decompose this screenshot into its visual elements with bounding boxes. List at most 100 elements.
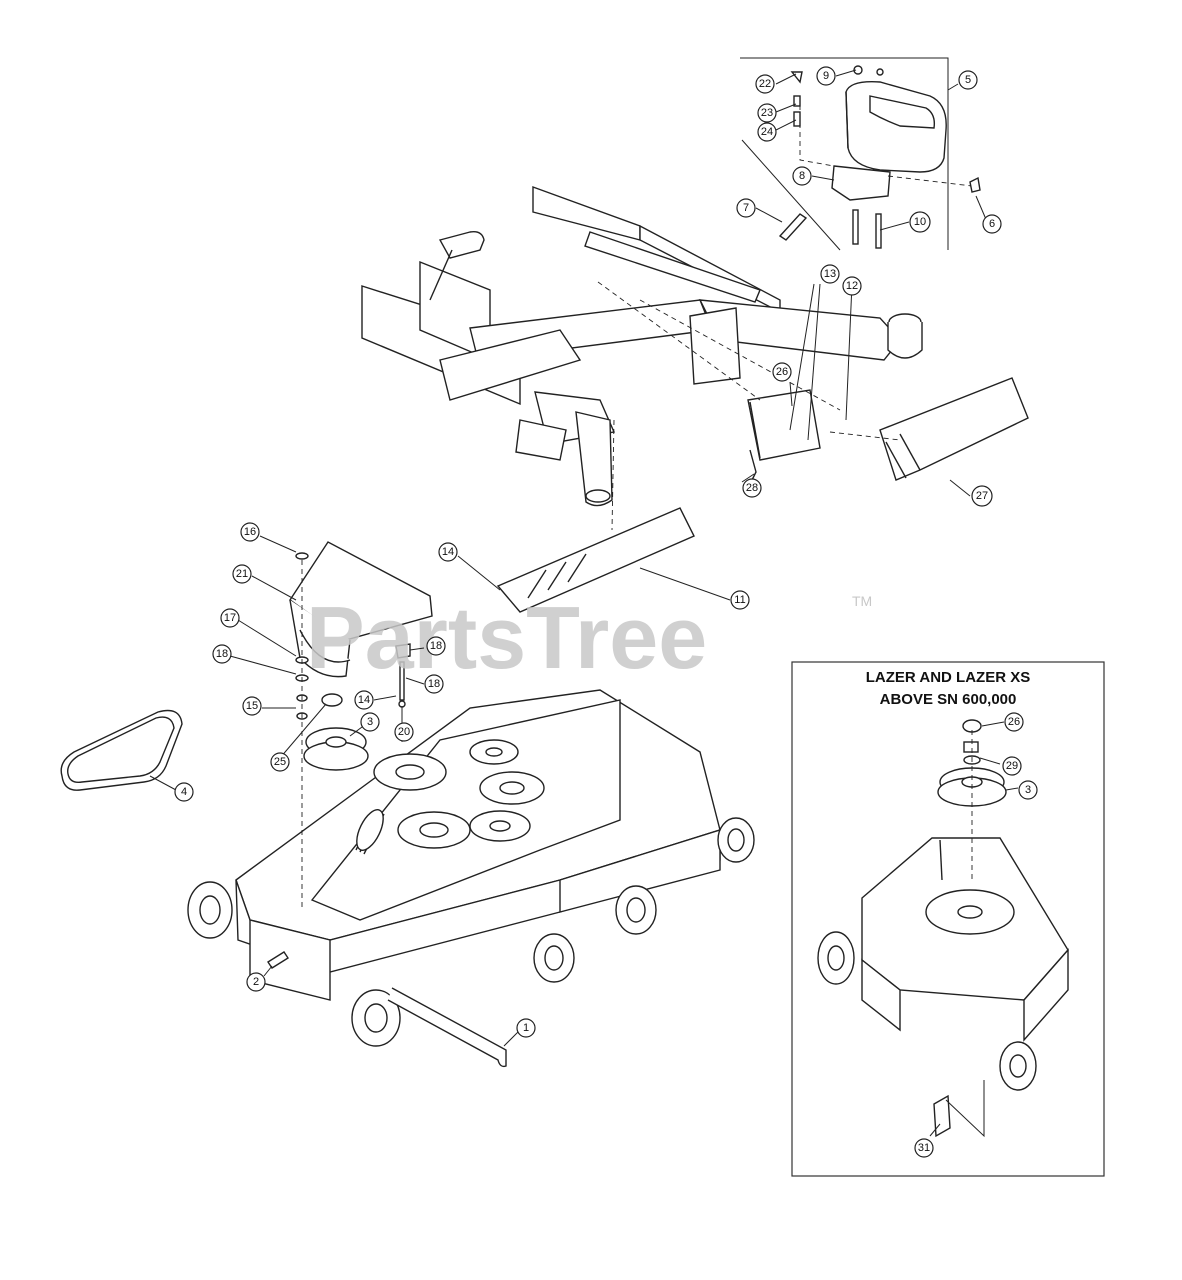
svg-text:14: 14 bbox=[442, 546, 454, 558]
wheel-front-right bbox=[533, 933, 575, 983]
inset-panel: LAZER AND LAZER XS ABOVE SN 600,000 bbox=[791, 661, 1105, 1177]
svg-text:21: 21 bbox=[236, 568, 248, 580]
inset-wheel-left bbox=[817, 931, 855, 985]
svg-text:3: 3 bbox=[367, 716, 373, 728]
callout-3: 3 bbox=[360, 712, 380, 732]
inset-pulley-3 bbox=[937, 767, 1007, 807]
callout-14a: 14 bbox=[438, 542, 458, 562]
parts-16-18-washers bbox=[295, 552, 309, 720]
watermark: PartsTree TM bbox=[306, 588, 872, 687]
svg-text:13: 13 bbox=[824, 268, 836, 280]
part-6-clip bbox=[969, 176, 981, 193]
inset-title-line2: ABOVE SN 600,000 bbox=[880, 691, 1017, 708]
part-3-pulley bbox=[303, 727, 369, 771]
callout-26-inset: 26 bbox=[1004, 712, 1024, 732]
main-frame bbox=[361, 185, 923, 507]
deck-pulley-1 bbox=[373, 753, 447, 791]
callout-22: 22 bbox=[755, 74, 775, 94]
svg-text:4: 4 bbox=[181, 786, 187, 798]
parts-22-24-spring bbox=[790, 71, 803, 127]
part-10-bolts bbox=[852, 209, 882, 249]
part-25-cap bbox=[321, 693, 343, 707]
callout-5: 5 bbox=[958, 70, 978, 90]
mower-deck bbox=[235, 689, 721, 1001]
callout-20: 20 bbox=[394, 722, 414, 742]
callout-2: 2 bbox=[246, 972, 266, 992]
svg-text:15: 15 bbox=[246, 700, 258, 712]
part-11-guard bbox=[496, 507, 695, 613]
svg-text:18: 18 bbox=[430, 640, 442, 652]
svg-text:11: 11 bbox=[734, 594, 745, 606]
deck-pulley-4 bbox=[397, 811, 471, 849]
svg-text:14: 14 bbox=[358, 694, 370, 706]
callout-17: 17 bbox=[220, 608, 240, 628]
callout-7: 7 bbox=[736, 198, 756, 218]
svg-text:10: 10 bbox=[914, 216, 926, 228]
svg-text:27: 27 bbox=[976, 490, 988, 502]
part-4-belt bbox=[60, 709, 183, 791]
part-1-rod bbox=[387, 987, 507, 1068]
svg-text:9: 9 bbox=[823, 70, 829, 82]
part-9-nut bbox=[853, 65, 884, 76]
wheel-front-left bbox=[187, 881, 233, 939]
svg-text:1: 1 bbox=[523, 1022, 529, 1034]
deck-pulley-2 bbox=[469, 739, 519, 765]
callout-11: 11 bbox=[730, 590, 750, 610]
callout-6: 6 bbox=[982, 214, 1002, 234]
callout-12: 12 bbox=[842, 276, 862, 296]
deck-pulley-3 bbox=[479, 771, 545, 805]
callout-25: 25 bbox=[270, 752, 290, 772]
svg-text:8: 8 bbox=[799, 170, 805, 182]
callout-18c: 18 bbox=[424, 674, 444, 694]
svg-text:18: 18 bbox=[216, 648, 228, 660]
part-18-20-idler-parts bbox=[395, 643, 411, 708]
deck-spring bbox=[355, 809, 385, 855]
part-2-bolt bbox=[267, 951, 289, 969]
callout-10: 10 bbox=[909, 211, 931, 233]
svg-text:17: 17 bbox=[224, 612, 236, 624]
part-7-pin bbox=[778, 213, 808, 241]
svg-text:26: 26 bbox=[1008, 716, 1020, 728]
wheel-front-mid bbox=[351, 989, 401, 1047]
callout-26: 26 bbox=[772, 362, 792, 382]
callout-31: 31 bbox=[914, 1138, 934, 1158]
svg-text:12: 12 bbox=[846, 280, 858, 292]
svg-text:31: 31 bbox=[918, 1142, 930, 1154]
callout-18b: 18 bbox=[426, 636, 446, 656]
callout-1: 1 bbox=[516, 1018, 536, 1038]
svg-text:24: 24 bbox=[761, 126, 773, 138]
svg-text:2: 2 bbox=[253, 976, 259, 988]
callout-27: 27 bbox=[971, 485, 993, 507]
callout-14b: 14 bbox=[354, 690, 374, 710]
callout-23: 23 bbox=[757, 103, 777, 123]
part-plate-13 bbox=[747, 389, 821, 461]
svg-text:7: 7 bbox=[743, 202, 749, 214]
callout-9: 9 bbox=[816, 66, 836, 86]
inset-title-line1: LAZER AND LAZER XS bbox=[866, 669, 1030, 686]
part-27-guard bbox=[879, 377, 1029, 481]
callout-16: 16 bbox=[240, 522, 260, 542]
callout-21: 21 bbox=[232, 564, 252, 584]
svg-text:20: 20 bbox=[398, 726, 410, 738]
svg-text:TM: TM bbox=[852, 593, 872, 609]
callout-24: 24 bbox=[757, 122, 777, 142]
svg-text:18: 18 bbox=[428, 678, 440, 690]
part-8-bracket bbox=[831, 165, 891, 201]
svg-text:PartsTree: PartsTree bbox=[306, 588, 707, 687]
svg-text:3: 3 bbox=[1025, 784, 1031, 796]
callout-4: 4 bbox=[174, 782, 194, 802]
svg-text:23: 23 bbox=[761, 107, 773, 119]
wheel-rear-right bbox=[717, 817, 755, 863]
inset-deck bbox=[861, 837, 1069, 1042]
svg-text:5: 5 bbox=[965, 74, 971, 86]
svg-text:16: 16 bbox=[244, 526, 256, 538]
deck-pulley-5 bbox=[469, 810, 531, 842]
svg-text:29: 29 bbox=[1006, 760, 1018, 772]
callout-8: 8 bbox=[792, 166, 812, 186]
part-5-cover bbox=[845, 81, 947, 173]
inset-wheel-right bbox=[999, 1041, 1037, 1091]
callout-15: 15 bbox=[242, 696, 262, 716]
svg-text:22: 22 bbox=[759, 78, 771, 90]
svg-text:6: 6 bbox=[989, 218, 995, 230]
